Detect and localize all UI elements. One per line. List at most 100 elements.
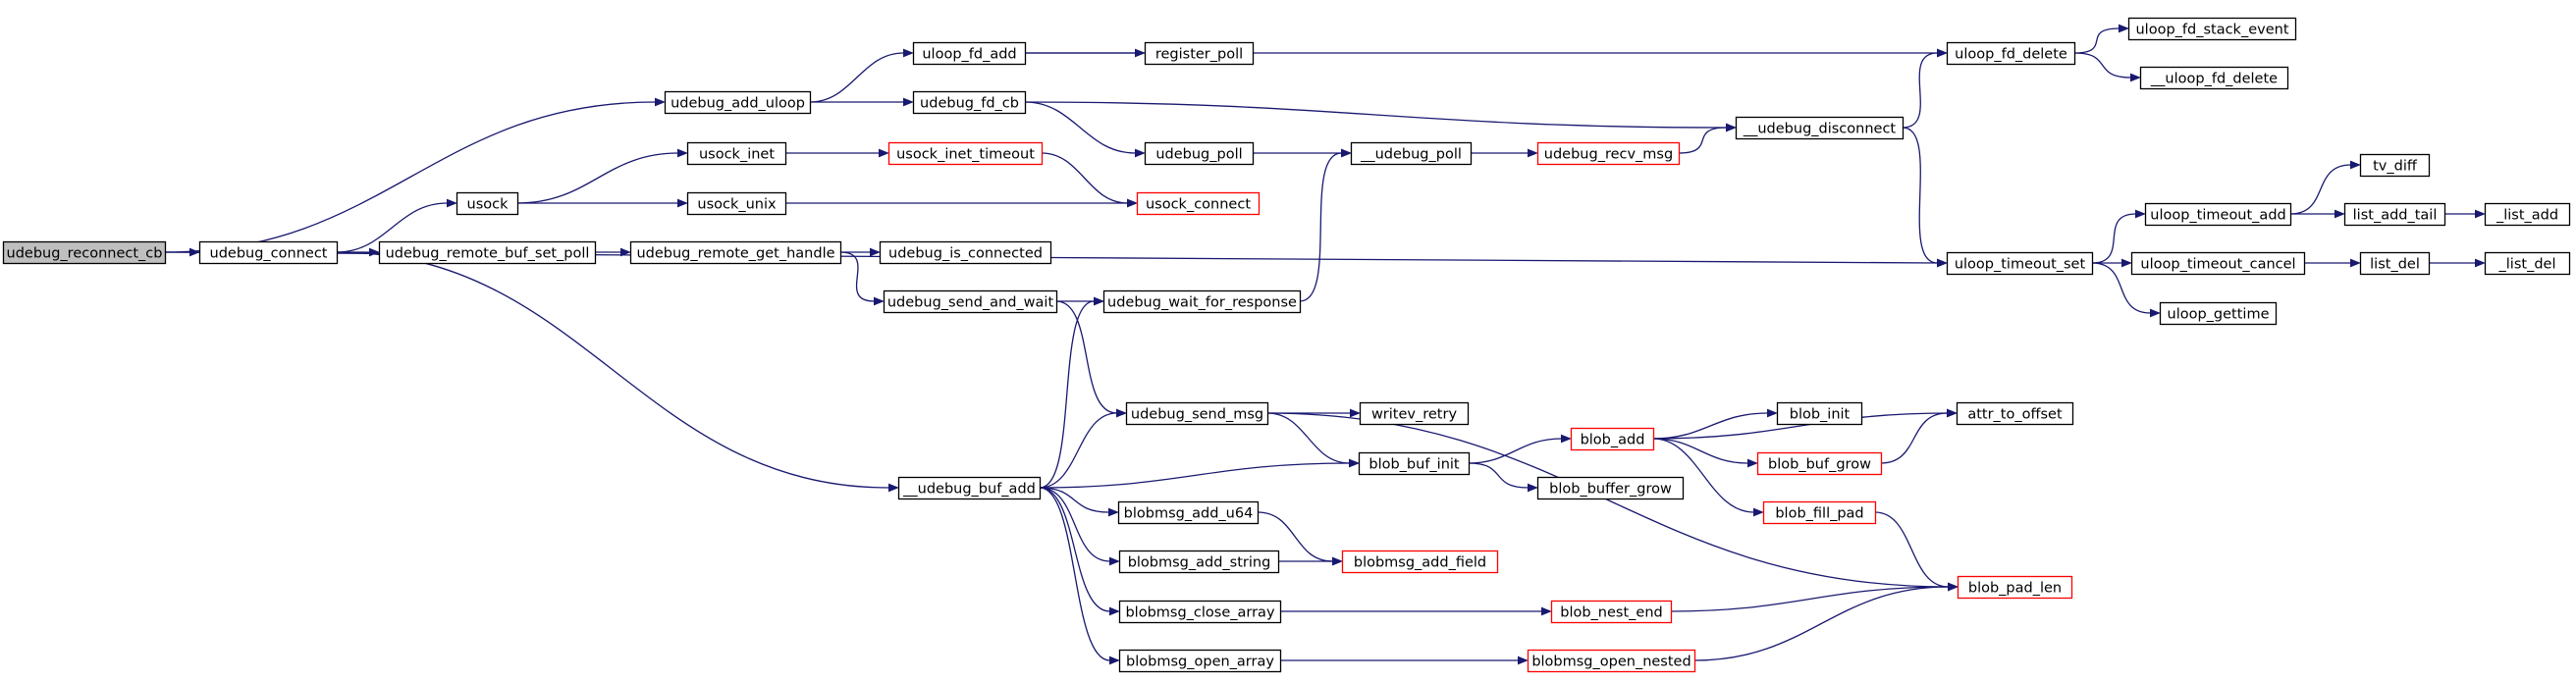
- node-tv-diff[interactable]: tv_diff: [2359, 153, 2431, 178]
- node-blob-pad-len[interactable]: blob_pad_len: [1957, 575, 2073, 600]
- node-label: blobmsg_add_string: [1128, 555, 1271, 571]
- edge-arrowhead: [677, 198, 688, 208]
- node-udebug-disconnect[interactable]: __udebug_disconnect: [1735, 116, 1905, 140]
- node-usock[interactable]: usock: [456, 191, 519, 216]
- node-usock-inet[interactable]: usock_inet: [686, 141, 787, 166]
- node-udebug-poll[interactable]: udebug_poll: [1144, 141, 1255, 166]
- edge-udebug_send_msg-to-blob_buf_init: [1266, 412, 1360, 468]
- node-udebug-add-uloop[interactable]: udebug_add_uloop: [664, 90, 812, 115]
- edge-arrowhead: [1135, 148, 1146, 158]
- node-box: [1144, 41, 1255, 66]
- edge-arrowhead: [2350, 258, 2361, 268]
- edge-uloop_fd_delete-to-__uloop_fd_delete: [2073, 52, 2141, 82]
- node-udebug-remote-buf-set-poll[interactable]: udebug_remote_buf_set_poll: [378, 240, 597, 265]
- node-udebug-connect[interactable]: udebug_connect: [198, 240, 339, 265]
- node-blob-buf-grow[interactable]: blob_buf_grow: [1756, 451, 1883, 476]
- node-label: _list_add: [2496, 208, 2558, 224]
- edge-list_del-to-_list_del: [2429, 258, 2486, 268]
- node-box: [1102, 289, 1302, 314]
- node-blobmsg-add-u64[interactable]: blobmsg_add_u64: [1117, 500, 1260, 525]
- node-usock-connect[interactable]: usock_connect: [1136, 191, 1261, 216]
- edge-arrowhead: [1341, 148, 1352, 158]
- node-udebug-buf-add[interactable]: __udebug_buf_add: [897, 476, 1042, 500]
- node-list-add-tail[interactable]: list_add_tail: [2343, 202, 2446, 227]
- node-list-del[interactable]: _list_del: [2484, 251, 2571, 276]
- node-usock-unix[interactable]: usock_unix: [686, 191, 787, 216]
- node-udebug-reconnect-cb[interactable]: udebug_reconnect_cb: [2, 240, 167, 265]
- node-uloop-fd-add[interactable]: uloop_fd_add: [912, 41, 1027, 66]
- node-usock-inet-timeout[interactable]: usock_inet_timeout: [887, 141, 1044, 166]
- node-udebug-send-and-wait[interactable]: udebug_send_and_wait: [883, 289, 1058, 314]
- edge-arrowhead: [870, 247, 881, 257]
- node-box: [1125, 401, 1269, 426]
- node-box: [2139, 66, 2289, 90]
- node-blob-buffer-grow[interactable]: blob_buffer_grow: [1536, 476, 1685, 500]
- node-attr-to-offset[interactable]: attr_to_offset: [1956, 401, 2074, 426]
- node-label: usock_connect: [1146, 197, 1251, 213]
- node-uloop-timeout-add[interactable]: uloop_timeout_add: [2144, 202, 2292, 227]
- node-uloop-gettime[interactable]: uloop_gettime: [2159, 301, 2278, 326]
- edge-udebug_poll-to-__udebug_poll: [1252, 148, 1352, 158]
- edge-blob_buf_grow-to-attr_to_offset: [1880, 408, 1958, 464]
- edge-arrowhead: [1767, 408, 1778, 418]
- node-box: [2127, 17, 2297, 41]
- edge-udebug_remote_get_handle-to-udebug_is_connected: [839, 247, 881, 257]
- node-blob-init[interactable]: blob_init: [1776, 401, 1863, 426]
- edge-line: [1652, 438, 1748, 464]
- node-blob-fill-pad[interactable]: blob_fill_pad: [1762, 500, 1877, 525]
- node-box: [1756, 451, 1883, 476]
- node-blob-nest-end[interactable]: blob_nest_end: [1550, 600, 1673, 624]
- node-blobmsg-add-string[interactable]: blobmsg_add_string: [1118, 550, 1280, 574]
- node-box: [1776, 401, 1863, 426]
- edge-line: [1039, 412, 1117, 489]
- node-blobmsg-open-array[interactable]: blobmsg_open_array: [1118, 649, 1282, 673]
- node-box: [1956, 401, 2074, 426]
- node-udebug-wait-for-response[interactable]: udebug_wait_for_response: [1102, 289, 1302, 314]
- edge-udebug_recv_msg-to-__udebug_disconnect: [1678, 123, 1737, 154]
- node-box: [686, 141, 787, 166]
- node-label: udebug_is_connected: [888, 246, 1043, 262]
- node-udebug-remote-get-handle[interactable]: udebug_remote_get_handle: [629, 240, 842, 265]
- node-list-add[interactable]: _list_add: [2484, 202, 2571, 227]
- node-register-poll[interactable]: register_poll: [1144, 41, 1255, 66]
- edge-line: [1266, 412, 1350, 464]
- node-udebug-fd-cb[interactable]: udebug_fd_cb: [912, 90, 1027, 115]
- node-box: [2130, 251, 2306, 276]
- node-uloop-timeout-set[interactable]: uloop_timeout_set: [1946, 251, 2094, 276]
- node-blob-buf-init[interactable]: blob_buf_init: [1358, 451, 1471, 476]
- edge-arrowhead: [1541, 606, 1552, 616]
- node-uloop-fd-stack-event[interactable]: uloop_fd_stack_event: [2127, 17, 2297, 41]
- node-list-del[interactable]: list_del: [2359, 251, 2431, 276]
- node-uloop-timeout-cancel[interactable]: uloop_timeout_cancel: [2130, 251, 2306, 276]
- node-uloop-fd-delete[interactable]: uloop_fd_delete: [1946, 41, 2076, 66]
- node-udebug-recv-msg[interactable]: udebug_recv_msg: [1536, 141, 1681, 166]
- edge-__udebug_buf_add-to-udebug_wait_for_response: [1039, 296, 1104, 489]
- node-blobmsg-open-nested[interactable]: blobmsg_open_nested: [1527, 649, 1696, 673]
- node-label: udebug_recv_msg: [1544, 147, 1673, 163]
- edge-__udebug_buf_add-to-blobmsg_close_array: [1039, 487, 1120, 616]
- node-udebug-poll[interactable]: __udebug_poll: [1350, 141, 1473, 166]
- edge-arrowhead: [1948, 582, 1959, 592]
- node-blobmsg-close-array[interactable]: blobmsg_close_array: [1118, 600, 1282, 624]
- node-writev-retry[interactable]: writev_retry: [1359, 401, 1470, 426]
- edge-line: [1880, 412, 1948, 464]
- node-label: blobmsg_add_field: [1354, 555, 1486, 571]
- node-uloop-fd-delete[interactable]: __uloop_fd_delete: [2139, 66, 2289, 90]
- edge-line: [1039, 487, 1109, 513]
- edge-usock_unix-to-usock_connect: [785, 198, 1138, 208]
- edge-arrowhead: [1109, 556, 1120, 566]
- edge-arrowhead: [2475, 209, 2486, 219]
- edge-line: [1041, 152, 1128, 204]
- node-udebug-is-connected[interactable]: udebug_is_connected: [879, 240, 1052, 265]
- node-label: uloop_fd_add: [922, 47, 1016, 63]
- edge-line: [1652, 412, 1948, 440]
- node-label: list_del: [2370, 257, 2420, 273]
- node-box: [2144, 202, 2292, 227]
- edge-line: [1024, 101, 1727, 129]
- node-blob-add[interactable]: blob_add: [1570, 427, 1655, 451]
- node-box: [1144, 141, 1255, 166]
- node-udebug-send-msg[interactable]: udebug_send_msg: [1125, 401, 1269, 426]
- node-blobmsg-add-field[interactable]: blobmsg_add_field: [1341, 550, 1499, 574]
- edge-__udebug_disconnect-to-uloop_fd_delete: [1902, 48, 1948, 129]
- edge-arrowhead: [1116, 408, 1127, 418]
